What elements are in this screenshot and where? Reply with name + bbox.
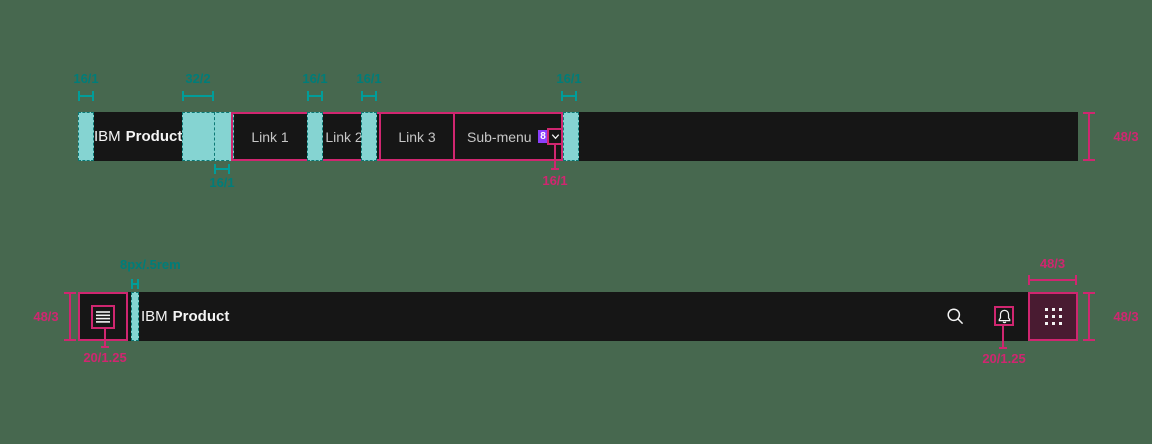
nav-submenu-label: Sub-menu	[467, 128, 532, 145]
annotation-brand-gap: 32/2	[185, 71, 211, 86]
measure-beam-bottombar-height-left	[64, 292, 76, 341]
callout-line-bell-icon	[999, 326, 1007, 349]
annotation-link3-pad: 16/1	[356, 71, 382, 86]
submenu-chevron-box[interactable]	[547, 128, 564, 145]
nav-link-1[interactable]: Link 1	[233, 114, 309, 159]
measure-beam-bottombar-height-right	[1083, 292, 1095, 341]
annotation-bottombar-height-left: 48/3	[33, 309, 59, 324]
annotation-brand-left-pad: 16/1	[73, 71, 99, 86]
callout-line-submenu-icon	[551, 144, 559, 170]
header-nav-region: Link 1 Link 2 Link 3 Sub-menu	[231, 112, 563, 161]
nav-submenu[interactable]: Sub-menu	[455, 114, 561, 159]
nav-link-3[interactable]: Link 3	[379, 114, 455, 159]
annotation-topbar-height: 48/3	[1113, 129, 1139, 144]
spacing-strip-divider	[214, 112, 215, 161]
nav-link-1-label: Link 1	[251, 128, 289, 145]
notifications-button[interactable]	[994, 306, 1014, 326]
spacing-strip-submenu-right-pad	[563, 112, 579, 161]
annotation-menu-gap: 8px/.5rem	[120, 257, 181, 272]
search-button[interactable]	[945, 306, 965, 326]
annotation-switcher-width: 48/3	[1039, 256, 1066, 271]
spacing-strip-brand-left-pad	[78, 112, 94, 161]
measure-beam-link3-pad	[361, 91, 377, 101]
nav-link-2-label: Link 2	[325, 128, 363, 145]
search-icon	[947, 308, 964, 325]
measure-beam-switcher-width	[1028, 275, 1077, 285]
spacing-strip-link1-pad	[307, 112, 323, 161]
notification-bell-icon	[998, 309, 1010, 323]
menu-icon-box	[91, 304, 115, 329]
chevron-down-icon	[551, 134, 560, 140]
callout-line-menu-icon	[101, 327, 109, 348]
brand-name: Product	[172, 308, 230, 325]
annotation-menu-icon-size: 20/1.25	[83, 350, 127, 365]
measure-beam-submenu-right-pad	[561, 91, 577, 101]
spacing-strip-link3-pad	[361, 112, 377, 161]
app-switcher-button[interactable]	[1028, 292, 1078, 341]
brand-prefix: IBM	[94, 128, 121, 145]
annotation-submenu-right-pad: 16/1	[556, 71, 582, 86]
nav-link-3-label: Link 3	[398, 128, 436, 145]
spacing-strip-brand-gap	[182, 112, 234, 161]
brand-name: Product	[125, 128, 183, 145]
measure-beam-brand-gap-extra	[214, 164, 230, 174]
menu-button[interactable]	[78, 292, 128, 341]
annotation-submenu-icon-pad: 16/1	[542, 173, 568, 188]
annotation-link1-pad: 16/1	[302, 71, 328, 86]
app-switcher-grid-icon	[1044, 308, 1062, 325]
measure-beam-brand-left-pad	[78, 91, 94, 101]
annotation-bottombar-height-right: 48/3	[1113, 309, 1139, 324]
hamburger-menu-icon	[96, 310, 110, 323]
measure-beam-link1-pad	[307, 91, 323, 101]
annotation-bell-icon-size: 20/1.25	[982, 351, 1026, 366]
measure-beam-menu-gap	[131, 279, 139, 289]
annotation-brand-gap-extra: 16/1	[209, 175, 235, 190]
measure-beam-topbar-height	[1083, 112, 1095, 161]
brand-prefix: IBM	[141, 308, 168, 325]
spacing-strip-menu-gap	[131, 292, 139, 341]
submenu-icon-gap-badge: 8	[538, 130, 548, 143]
nav-link-2[interactable]: Link 2	[325, 114, 363, 159]
measure-beam-brand-gap	[182, 91, 214, 101]
